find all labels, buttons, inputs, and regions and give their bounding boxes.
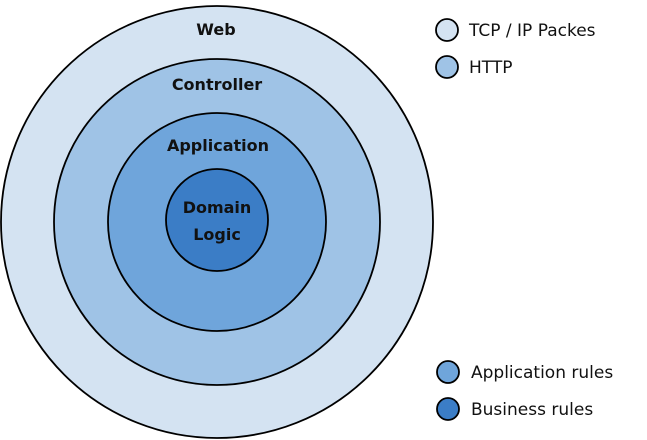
legend-swatch-http bbox=[435, 55, 459, 79]
legend-item-business-rules: Business rules bbox=[436, 397, 593, 421]
legend-item-tcp-ip: TCP / IP Packes bbox=[435, 18, 596, 42]
legend-label-application-rules: Application rules bbox=[471, 363, 613, 383]
label-domain-line-1: Domain bbox=[183, 198, 252, 217]
legend-label-http: HTTP bbox=[469, 58, 513, 78]
legend-item-http: HTTP bbox=[435, 55, 513, 79]
legend-swatch-business-rules bbox=[436, 397, 460, 421]
label-controller: Controller bbox=[172, 75, 262, 94]
legend-item-application-rules: Application rules bbox=[436, 360, 613, 384]
legend-swatch-tcp-ip bbox=[435, 18, 459, 42]
ring-domain-logic bbox=[165, 168, 269, 272]
label-web: Web bbox=[196, 20, 235, 39]
legend-swatch-application-rules bbox=[436, 360, 460, 384]
legend-label-business-rules: Business rules bbox=[471, 400, 593, 420]
label-application: Application bbox=[167, 136, 269, 155]
legend: TCP / IP Packes HTTP Application rules B… bbox=[435, 18, 613, 421]
legend-label-tcp-ip: TCP / IP Packes bbox=[468, 21, 596, 41]
label-domain-line-2: Logic bbox=[193, 225, 241, 244]
